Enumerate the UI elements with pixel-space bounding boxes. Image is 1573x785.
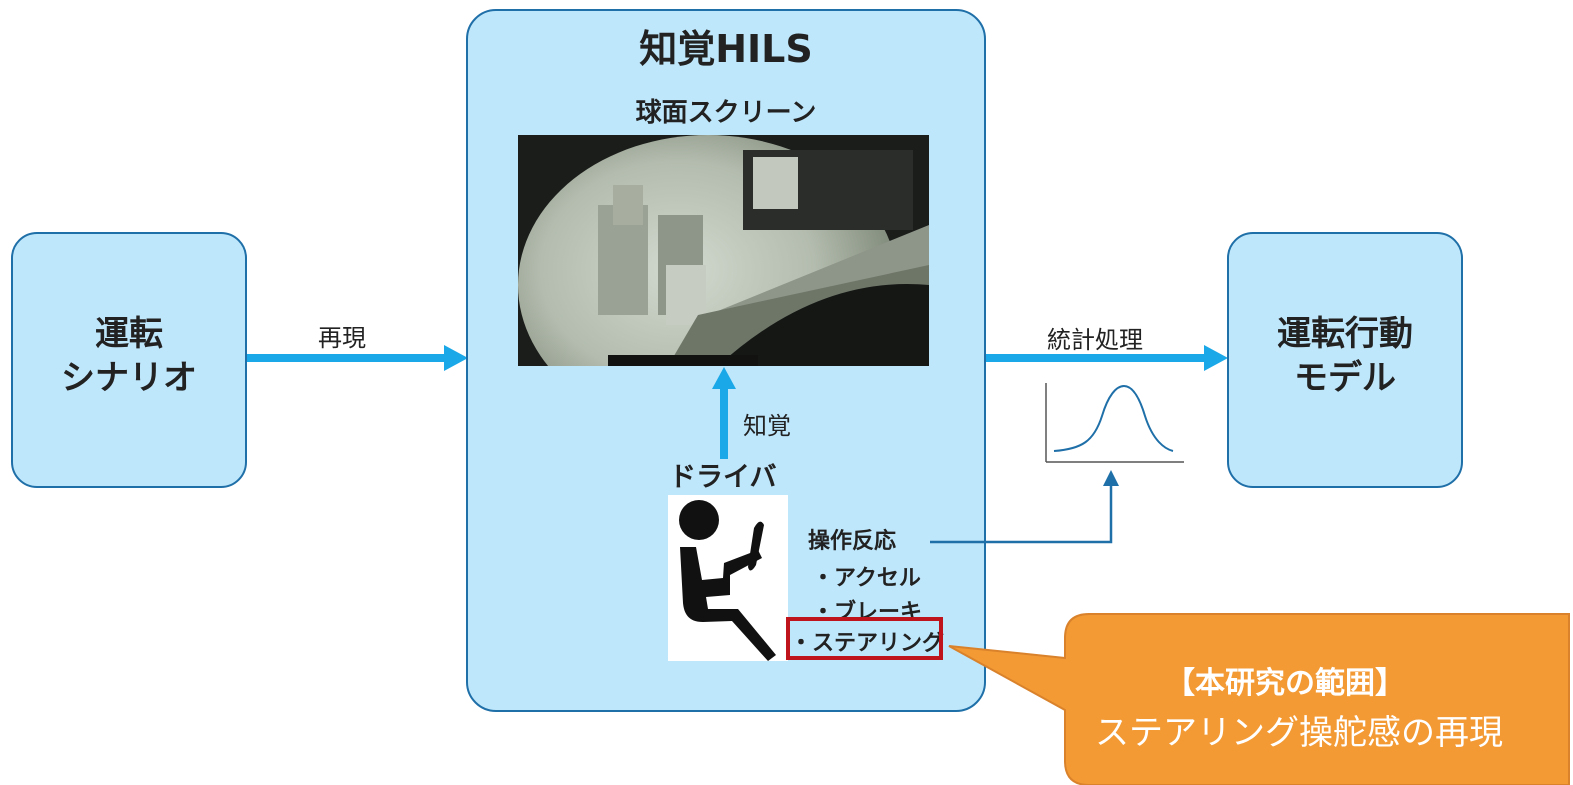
feedback-polyline xyxy=(930,484,1113,544)
distribution-curve-icon xyxy=(1045,383,1184,463)
reproduce-label: 再現 xyxy=(318,324,366,352)
feedback-arrow-head xyxy=(1103,470,1119,486)
operations-feedback-line xyxy=(930,470,1119,544)
steering-highlight-box xyxy=(786,617,943,660)
operation-accelerator: ・アクセル xyxy=(812,566,921,591)
research-scope-body: ステアリング操舵感の再現 xyxy=(1095,713,1503,753)
driving-behavior-model-line1: 運転行動 xyxy=(1277,314,1413,354)
operation-steering: ・ステアリング xyxy=(790,631,945,656)
driving-behavior-model-title: 運転行動 モデル xyxy=(1229,312,1461,400)
driving-scenario-box: 運転 シナリオ xyxy=(11,232,247,488)
stats-arrow-head xyxy=(1204,345,1228,371)
driver-seated-icon xyxy=(668,495,788,661)
perception-hils-title: 知覚HILS xyxy=(639,27,813,71)
driving-scenario-line2: シナリオ xyxy=(61,358,197,399)
operations-title: 操作反応 xyxy=(808,529,897,554)
driving-scenario-line1: 運転 xyxy=(95,314,163,354)
driving-scenario-title: 運転 シナリオ xyxy=(13,312,245,400)
simulator-screen-photo xyxy=(518,135,929,366)
perception-label: 知覚 xyxy=(743,412,791,440)
perception-arrow-head xyxy=(712,367,736,389)
driving-behavior-model-line2: モデル xyxy=(1294,358,1396,399)
spherical-screen-label: 球面スクリーン xyxy=(635,98,817,128)
research-scope-title: 【本研究の範囲】 xyxy=(1165,666,1405,701)
driving-behavior-model-box: 運転行動 モデル xyxy=(1227,232,1463,488)
statistical-processing-label: 統計処理 xyxy=(1047,326,1143,354)
reproduce-arrow-head xyxy=(444,345,468,371)
perception-arrow xyxy=(712,367,736,459)
driver-label: ドライバ xyxy=(669,462,777,493)
